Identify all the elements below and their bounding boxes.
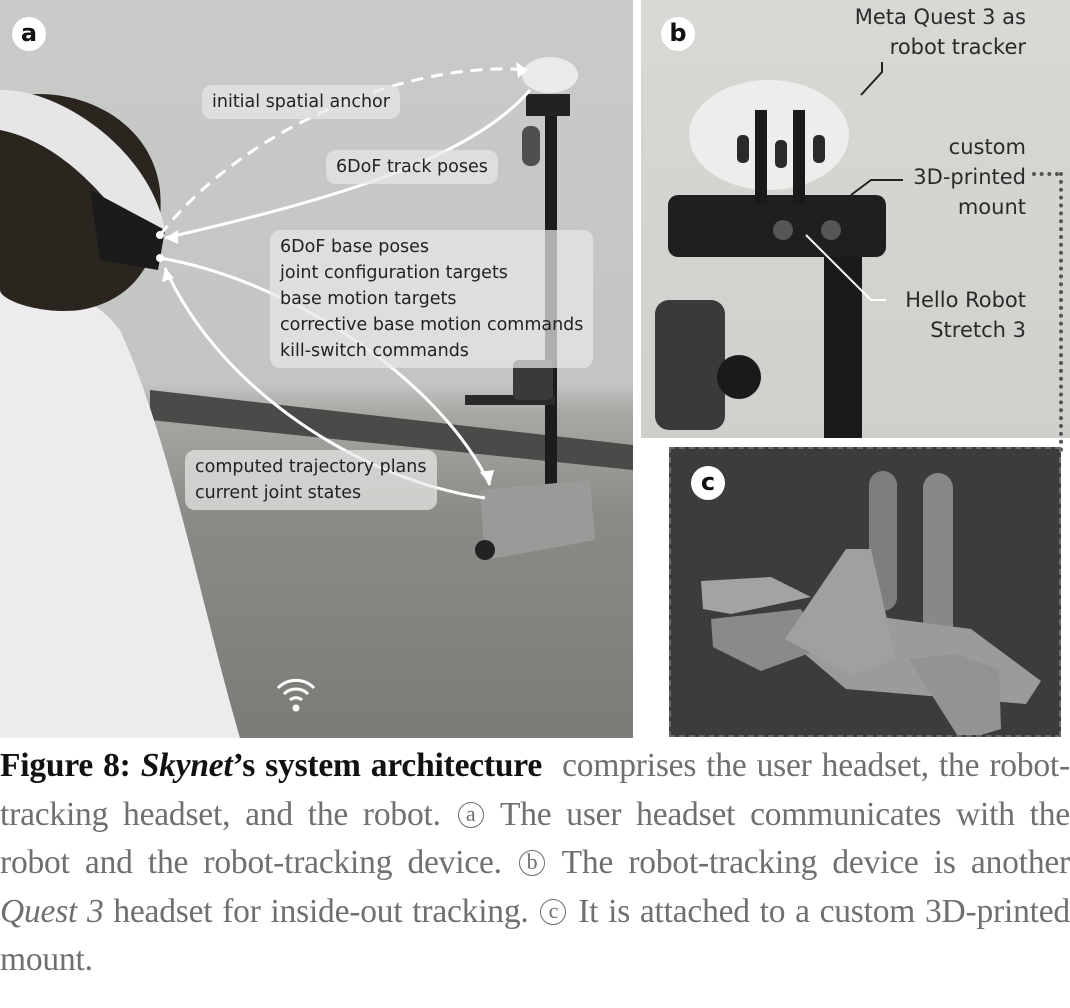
robot-speaker (773, 220, 793, 240)
callout-line: custom (948, 135, 1026, 159)
headset-camera (737, 135, 749, 163)
panel-c-badge: c (691, 466, 725, 500)
caption-title-system-name: Skynet (140, 747, 233, 784)
arrowhead (162, 268, 174, 282)
figure-label: Figure 8: (0, 747, 131, 784)
caption-device-name: Quest 3 (0, 892, 104, 930)
command-item: joint configuration targets (280, 263, 508, 283)
arrowhead (480, 470, 494, 485)
mount-post (793, 110, 805, 205)
model-cradle (701, 577, 811, 614)
panel-a-photo: a initial spatial anchor 6DoF track pose… (0, 0, 633, 738)
leader-mount (850, 179, 903, 196)
leader-tracker (860, 62, 883, 96)
caption-title-rest: ’s system architecture (232, 747, 543, 784)
robot-wheel (475, 540, 495, 560)
mount-post (755, 110, 767, 205)
caption-text: The robot-tracking device is another (561, 844, 1070, 881)
caption-text: The user headset communicates with the r… (0, 795, 1070, 882)
mount-3d-model (701, 471, 1041, 735)
label-6dof-track-poses: 6DoF track poses (326, 150, 498, 184)
panel-c-render: c (669, 447, 1061, 737)
command-item: base motion targets (280, 289, 457, 309)
callout-3d-printed-mount: custom 3D-printed mount (913, 132, 1026, 222)
label-robot-feedback: computed trajectory plans current joint … (185, 450, 437, 510)
panel-a-badge: a (12, 17, 46, 51)
caption-marker-c: c (540, 898, 567, 925)
command-item: 6DoF base poses (280, 237, 430, 257)
figure-caption: Figure 8: Skynet’s system architecture c… (0, 742, 1070, 985)
robot-tracker-headset (522, 57, 578, 93)
panel-b-scene (655, 62, 903, 438)
caption-title: Figure 8: Skynet’s system architecture (0, 747, 542, 784)
robot-arm (465, 395, 555, 405)
connector-mount-to-render (1059, 172, 1063, 452)
command-item: corrective base motion commands (280, 315, 584, 335)
model-fin (785, 549, 896, 674)
robot-camera-ball (717, 355, 761, 399)
robot-camera (655, 300, 725, 430)
arrowhead (165, 230, 178, 244)
robot-lift (513, 360, 553, 400)
model-end-block (909, 654, 1001, 735)
baseboard (150, 390, 633, 470)
arrow-origin-dot (156, 231, 164, 239)
callout-line: Stretch 3 (930, 318, 1026, 342)
callout-line: 3D-printed (913, 165, 1026, 189)
headset-camera (813, 135, 825, 163)
headset-camera (775, 140, 787, 168)
connector-mount-to-render (1032, 172, 1059, 176)
label-command-list: 6DoF base poses joint configuration targ… (270, 230, 594, 368)
callout-line: Meta Quest 3 as (854, 5, 1026, 29)
robot-head-mount (526, 94, 570, 116)
panel-a-scene (0, 57, 633, 738)
caption-marker-b: b (519, 850, 546, 876)
feedback-item: computed trajectory plans (195, 457, 427, 477)
quest-headset (689, 80, 849, 190)
feedback-item: current joint states (195, 483, 362, 503)
arrowhead (516, 62, 528, 78)
wifi-icon (276, 678, 316, 712)
robot-speaker (821, 220, 841, 240)
command-item: kill-switch commands (280, 341, 469, 361)
caption-text: headset for inside-out tracking. (113, 892, 529, 930)
user-headset-visor (90, 190, 165, 270)
model-lower-block (711, 609, 821, 671)
person-shirt (0, 280, 240, 738)
leader-robot (805, 234, 886, 301)
callout-line: robot tracker (889, 35, 1026, 59)
robot-camera (522, 126, 540, 166)
callout-hello-robot: Hello Robot Stretch 3 (905, 285, 1026, 345)
panel-b-photo: b Meta Quest 3 as robot tracker custom 3… (641, 0, 1070, 438)
label-initial-spatial-anchor: initial spatial anchor (202, 85, 400, 119)
callout-line: mount (957, 195, 1026, 219)
caption-text: It is attached to a custom 3D-printed mo… (0, 892, 1070, 979)
panel-b-badge: b (661, 17, 695, 51)
caption-marker-a: a (457, 801, 484, 828)
robot-mast (824, 250, 862, 438)
callout-robot-tracker: Meta Quest 3 as robot tracker (855, 2, 1026, 62)
arrow-origin-dot (156, 254, 164, 262)
caption-text: comprises the user headset, the robot-tr… (0, 747, 1070, 833)
model-post (923, 473, 953, 658)
callout-line: Hello Robot (905, 288, 1026, 312)
robot-base (480, 480, 595, 560)
